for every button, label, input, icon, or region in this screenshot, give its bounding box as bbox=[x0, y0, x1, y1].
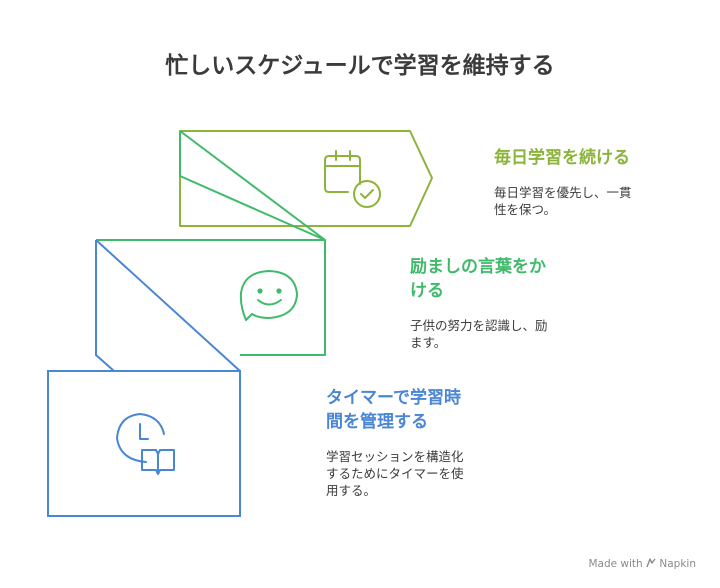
page-title: 忙しいスケジュールで学習を維持する bbox=[165, 53, 555, 79]
step-daily-text: 毎日学習を続ける 毎日学習を優先し、一貫 性を保つ。 bbox=[494, 146, 694, 218]
step-panel-timer bbox=[47, 370, 241, 517]
smile-speech-bubble-icon bbox=[239, 270, 298, 321]
step-timer-description: 学習セッションを構造化 するためにタイマーを使 用する。 bbox=[326, 449, 464, 498]
step-encourage-text: 励ましの言葉をか ける 子供の努力を認識し、励 ます。 bbox=[410, 255, 610, 351]
calendar-check-icon bbox=[324, 150, 381, 208]
step-timer-text: タイマーで学習時 間を管理する 学習セッションを構造化 するためにタイマーを使 … bbox=[326, 386, 526, 499]
step-encourage-title: 励ましの言葉をか ける bbox=[410, 257, 546, 301]
step-panel-daily bbox=[179, 130, 433, 241]
clock-book-icon bbox=[116, 413, 175, 475]
step-encourage-description: 子供の努力を認識し、励 ます。 bbox=[410, 318, 548, 350]
step-panel-encourage bbox=[95, 239, 326, 372]
napkin-logo-icon bbox=[646, 558, 659, 570]
napkin-branding[interactable]: Made with Napkin bbox=[588, 558, 696, 570]
step-timer-title: タイマーで学習時 間を管理する bbox=[326, 388, 461, 432]
step-daily-title: 毎日学習を続ける bbox=[494, 148, 630, 168]
step-daily-description: 毎日学習を優先し、一貫 性を保つ。 bbox=[494, 185, 632, 217]
